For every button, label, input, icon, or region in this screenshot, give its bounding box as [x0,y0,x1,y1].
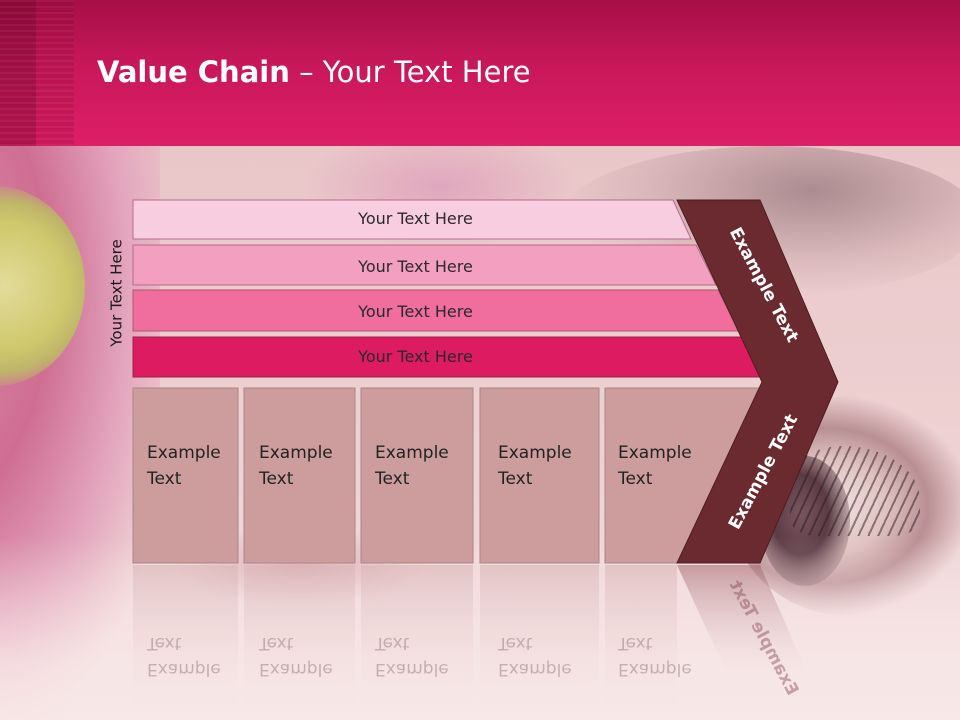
chevron-arrow[interactable] [676,199,839,564]
box-reflection [361,565,473,705]
bar-2[interactable] [132,244,717,286]
bar-4-label: Your Text Here [358,347,473,366]
bar-2-label: Your Text Here [358,257,473,276]
box-3[interactable] [360,387,474,564]
bar-1[interactable] [132,199,692,240]
title-rest: – Your Text Here [289,55,531,89]
title-bold: Value Chain [97,55,290,89]
bar-1-label: Your Text Here [358,209,473,228]
chevron-reflection [677,565,810,680]
header-texture [0,0,74,146]
box-1[interactable] [132,387,239,564]
header-stripe [0,0,36,146]
header-banner: Value Chain – Your Text Here [0,0,960,146]
bar-3-label: Your Text Here [358,302,473,321]
box-reflection [605,565,677,705]
box-2[interactable] [243,387,356,564]
header-stripe [36,0,74,146]
box-reflection [480,565,599,705]
box-reflection [133,565,238,705]
slide-title[interactable]: Value Chain – Your Text Here [97,55,531,89]
box-reflection [244,565,355,705]
box-4[interactable] [479,387,600,564]
